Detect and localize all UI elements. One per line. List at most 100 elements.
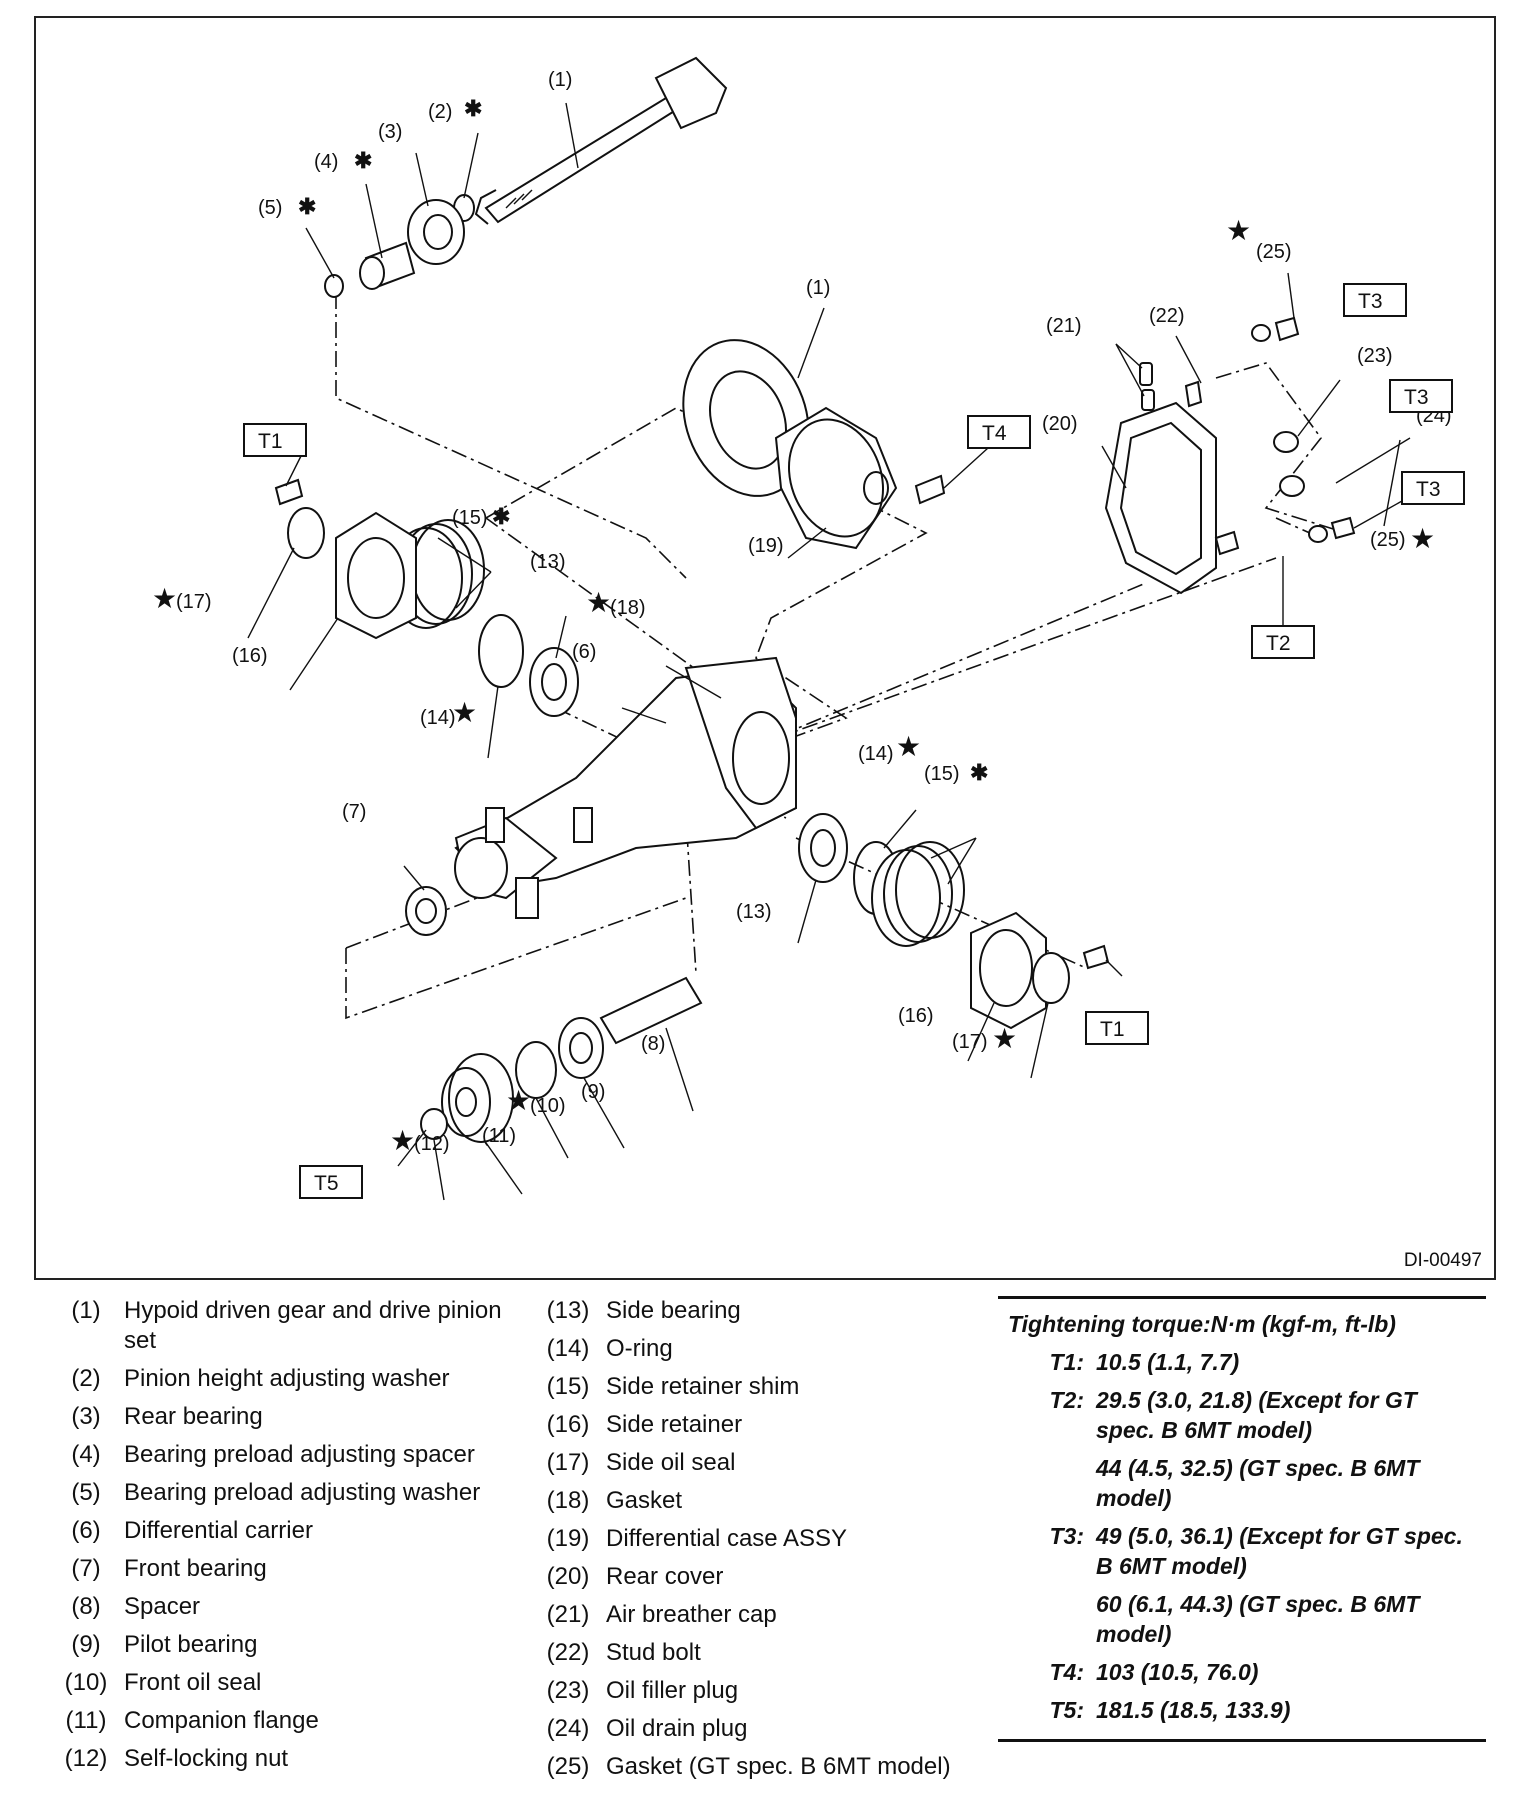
callout-7: (7) (342, 801, 366, 823)
star-mark: ★ (586, 587, 611, 618)
callout-23: (23) (1357, 345, 1393, 367)
star-mark: ★ (152, 583, 177, 614)
legend-number: (5) (71, 1479, 101, 1506)
callout-20: (20) (1042, 413, 1078, 435)
legend-number: (22) (546, 1639, 590, 1666)
rear-cover (1104, 362, 1217, 595)
legend-label: Bearing preload adjusting washer (124, 1479, 481, 1506)
asterisk-mark: ✱ (970, 760, 988, 785)
legend-label: Side bearing (606, 1297, 741, 1324)
plug-top (1274, 316, 1300, 342)
torque-key: T4: (1049, 1659, 1085, 1685)
companion-flange (441, 1053, 514, 1143)
torque-row: T4:103 (10.5, 76.0) (998, 1657, 1486, 1687)
legend-label: Differential carrier (124, 1517, 313, 1544)
legend-label: Gasket (606, 1487, 683, 1514)
torque-value: 49 (5.0, 36.1) (Except for GT spec. B 6M… (1096, 1523, 1463, 1579)
torque-value: 60 (6.1, 44.3) (GT spec. B 6MT model) (1096, 1591, 1420, 1647)
torque-value: 29.5 (3.0, 21.8) (Except for GT spec. B … (1096, 1387, 1417, 1443)
leader-lines (247, 102, 1435, 1201)
parts-legend: (1)Hypoid driven gear and drive pinion s… (0, 1296, 1536, 1816)
legend-item: (14)O-ring (530, 1334, 1000, 1364)
callout-9: (9) (581, 1081, 605, 1103)
asterisk-mark: ✱ (464, 96, 482, 121)
torque-value: 10.5 (1.1, 7.7) (1096, 1349, 1240, 1375)
legend-number: (7) (71, 1555, 101, 1582)
figure-code: DI-00497 (1403, 1250, 1482, 1271)
plug-bottom (1330, 516, 1356, 540)
cover-bolt (1214, 530, 1240, 556)
gasket-bottom (1308, 525, 1328, 543)
callout-3: (3) (378, 121, 402, 143)
side-bearing-left (529, 647, 579, 717)
side-retainer-left (335, 511, 417, 640)
callout-13b: (13) (736, 901, 772, 923)
legend-number: (6) (71, 1517, 101, 1544)
legend-number: (9) (71, 1631, 101, 1658)
callout-14b: (14) (858, 743, 894, 765)
legend-label: Gasket (GT spec. B 6MT model) (606, 1753, 951, 1780)
callout-labels: (1) (2) (3) (4) (5) (1) (25) (22) (21) (… (176, 69, 1452, 1155)
legend-number: (20) (546, 1563, 590, 1590)
legend-item: (23)Oil filler plug (530, 1676, 1000, 1706)
legend-item: (5) Bearing preload adjusting washer (48, 1478, 508, 1508)
star-mark: ★ (452, 697, 477, 728)
torque-boxes: T1 T4 T3 T3 T3 T2 T1 T5 (243, 283, 1465, 1199)
legend-label: Side retainer shim (606, 1373, 800, 1400)
legend-number: (2) (71, 1365, 101, 1392)
diagram-frame: .p { fill:none; stroke:#111; stroke-widt… (34, 16, 1496, 1280)
legend-number: (10) (64, 1669, 108, 1696)
torque-box-t3: T3 (1404, 386, 1429, 409)
torque-row: 60 (6.1, 44.3) (GT spec. B 6MT model) (998, 1589, 1486, 1649)
legend-number: (12) (64, 1745, 108, 1772)
torque-box-t4: T4 (982, 422, 1007, 445)
callout-15b: (15) (924, 763, 960, 785)
legend-number: (19) (546, 1525, 590, 1552)
legend-label: Spacer (124, 1593, 201, 1620)
legend-label: Side oil seal (606, 1449, 736, 1476)
legend-label: Hypoid driven gear and drive pinion set (124, 1297, 502, 1354)
legend-item: (1)Hypoid driven gear and drive pinion s… (48, 1296, 508, 1356)
callout-14a: (14) (420, 707, 456, 729)
legend-number: (17) (546, 1449, 590, 1476)
asterisk-mark: ✱ (298, 194, 316, 219)
legend-item: (15)Side retainer shim (530, 1372, 1000, 1402)
callout-5: (5) (258, 197, 282, 219)
legend-label: Rear cover (606, 1563, 724, 1590)
legend-number: (21) (546, 1601, 590, 1628)
torque-key (998, 1453, 1096, 1513)
star-mark: ★ (1226, 215, 1251, 246)
legend-number: (13) (546, 1297, 590, 1324)
legend-item: (22)Stud bolt (530, 1638, 1000, 1668)
torque-value: 181.5 (18.5, 133.9) (1096, 1697, 1291, 1723)
legend-label: Differential case ASSY (606, 1525, 848, 1552)
legend-number: (24) (546, 1715, 590, 1742)
callout-1b: (1) (806, 277, 830, 299)
legend-label: Rear bearing (124, 1403, 263, 1430)
star-mark: ★ (390, 1125, 415, 1156)
legend-item: (16)Side retainer (530, 1410, 1000, 1440)
callout-22: (22) (1149, 305, 1185, 327)
star-mark: ★ (992, 1023, 1017, 1054)
torque-box-t3: T3 (1358, 290, 1383, 313)
torque-row: T3:49 (5.0, 36.1) (Except for GT spec. B… (998, 1521, 1486, 1581)
legend-number: (16) (546, 1411, 590, 1438)
oil-drain-plug (1279, 475, 1305, 497)
legend-item: (4)Bearing preload adjusting spacer (48, 1440, 508, 1470)
legend-label: Front oil seal (124, 1669, 262, 1696)
callout-25b: (25) (1370, 529, 1406, 551)
torque-box-t2: T2 (1266, 632, 1291, 655)
callout-4: (4) (314, 151, 338, 173)
side-oil-seal-right (1032, 952, 1070, 1004)
parts-list-right: (13) Side bearing (14)O-ring (15)Side retai… (530, 1296, 1000, 1790)
legend-item: (24)Oil drain plug (530, 1714, 1000, 1744)
legend-item: (10) Front oil seal (48, 1668, 508, 1698)
differential-case (774, 406, 898, 550)
torque-box-t3: T3 (1416, 478, 1441, 501)
drive-pinion-shaft (474, 56, 728, 225)
torque-row: T1:10.5 (1.1, 7.7) (998, 1347, 1486, 1377)
legend-item: (6) Differential carrier (48, 1516, 508, 1546)
callout-13a: (13) (530, 551, 566, 573)
legend-item: (17) Side oil seal (530, 1448, 1000, 1478)
legend-label: Front bearing (124, 1555, 267, 1582)
